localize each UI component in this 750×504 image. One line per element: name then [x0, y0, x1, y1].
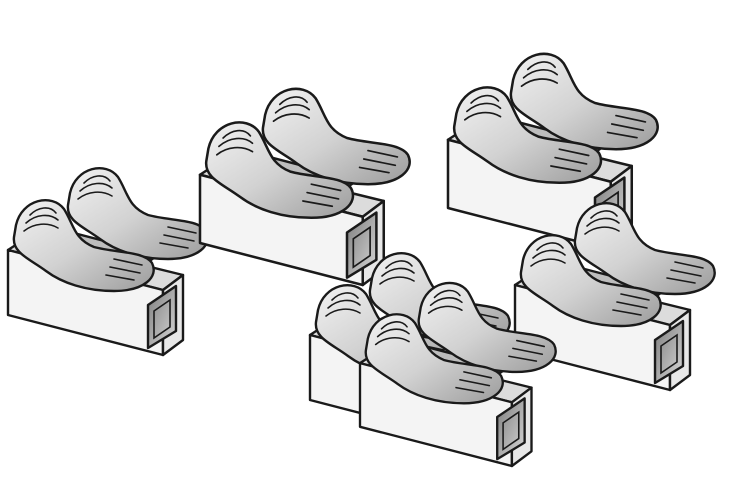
connector-1: [6, 166, 209, 357]
connector-2: [198, 87, 411, 287]
